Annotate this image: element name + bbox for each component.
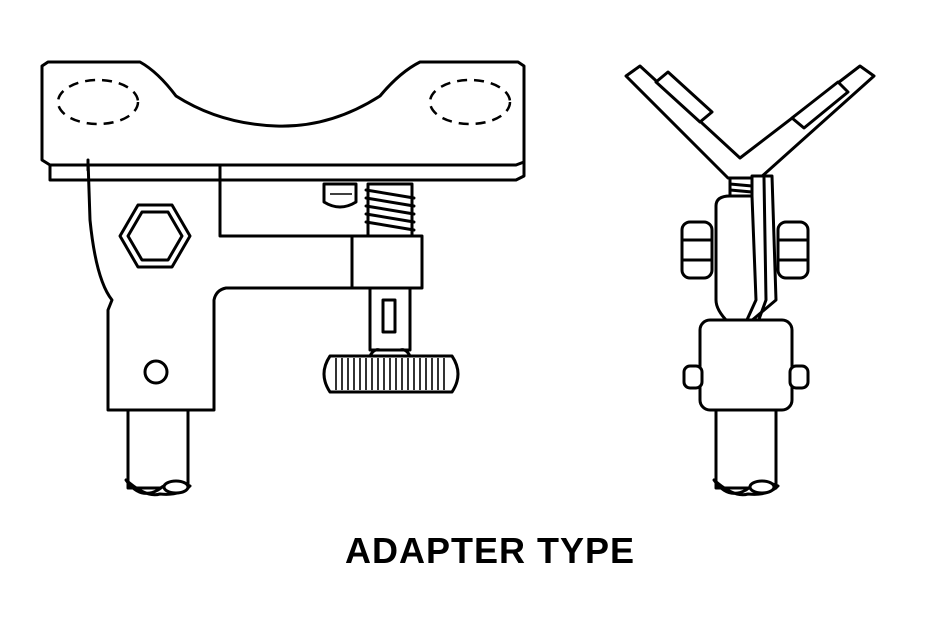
shank-slot — [381, 298, 397, 334]
thumb-wheel — [322, 348, 460, 394]
end-post-end — [748, 479, 776, 495]
spring — [364, 182, 416, 238]
hex-nut-face — [126, 210, 184, 262]
support-post — [126, 408, 190, 490]
end-stud-right — [788, 364, 810, 390]
adapter-body — [86, 158, 354, 412]
hidden-hole-left — [56, 78, 140, 126]
cradle-pad-right — [790, 80, 850, 130]
arm-split — [744, 176, 768, 324]
left-nut — [680, 220, 714, 280]
clamp-bar-edge — [48, 160, 526, 182]
screw-head — [322, 182, 358, 209]
end-arm — [714, 174, 778, 324]
hidden-hole-right — [428, 78, 512, 126]
right-nut — [776, 220, 810, 280]
diagram-caption: ADAPTER TYPE — [344, 530, 636, 571]
side-view — [40, 60, 526, 497]
end-stud-left — [682, 364, 704, 390]
end-view — [624, 64, 876, 497]
end-socket — [698, 318, 794, 412]
post-end — [162, 479, 190, 495]
clamp-collar — [350, 234, 424, 290]
end-post — [714, 408, 778, 490]
small-hole — [143, 359, 169, 385]
clamp-bar — [40, 60, 526, 167]
cradle-pad-left — [654, 70, 714, 124]
